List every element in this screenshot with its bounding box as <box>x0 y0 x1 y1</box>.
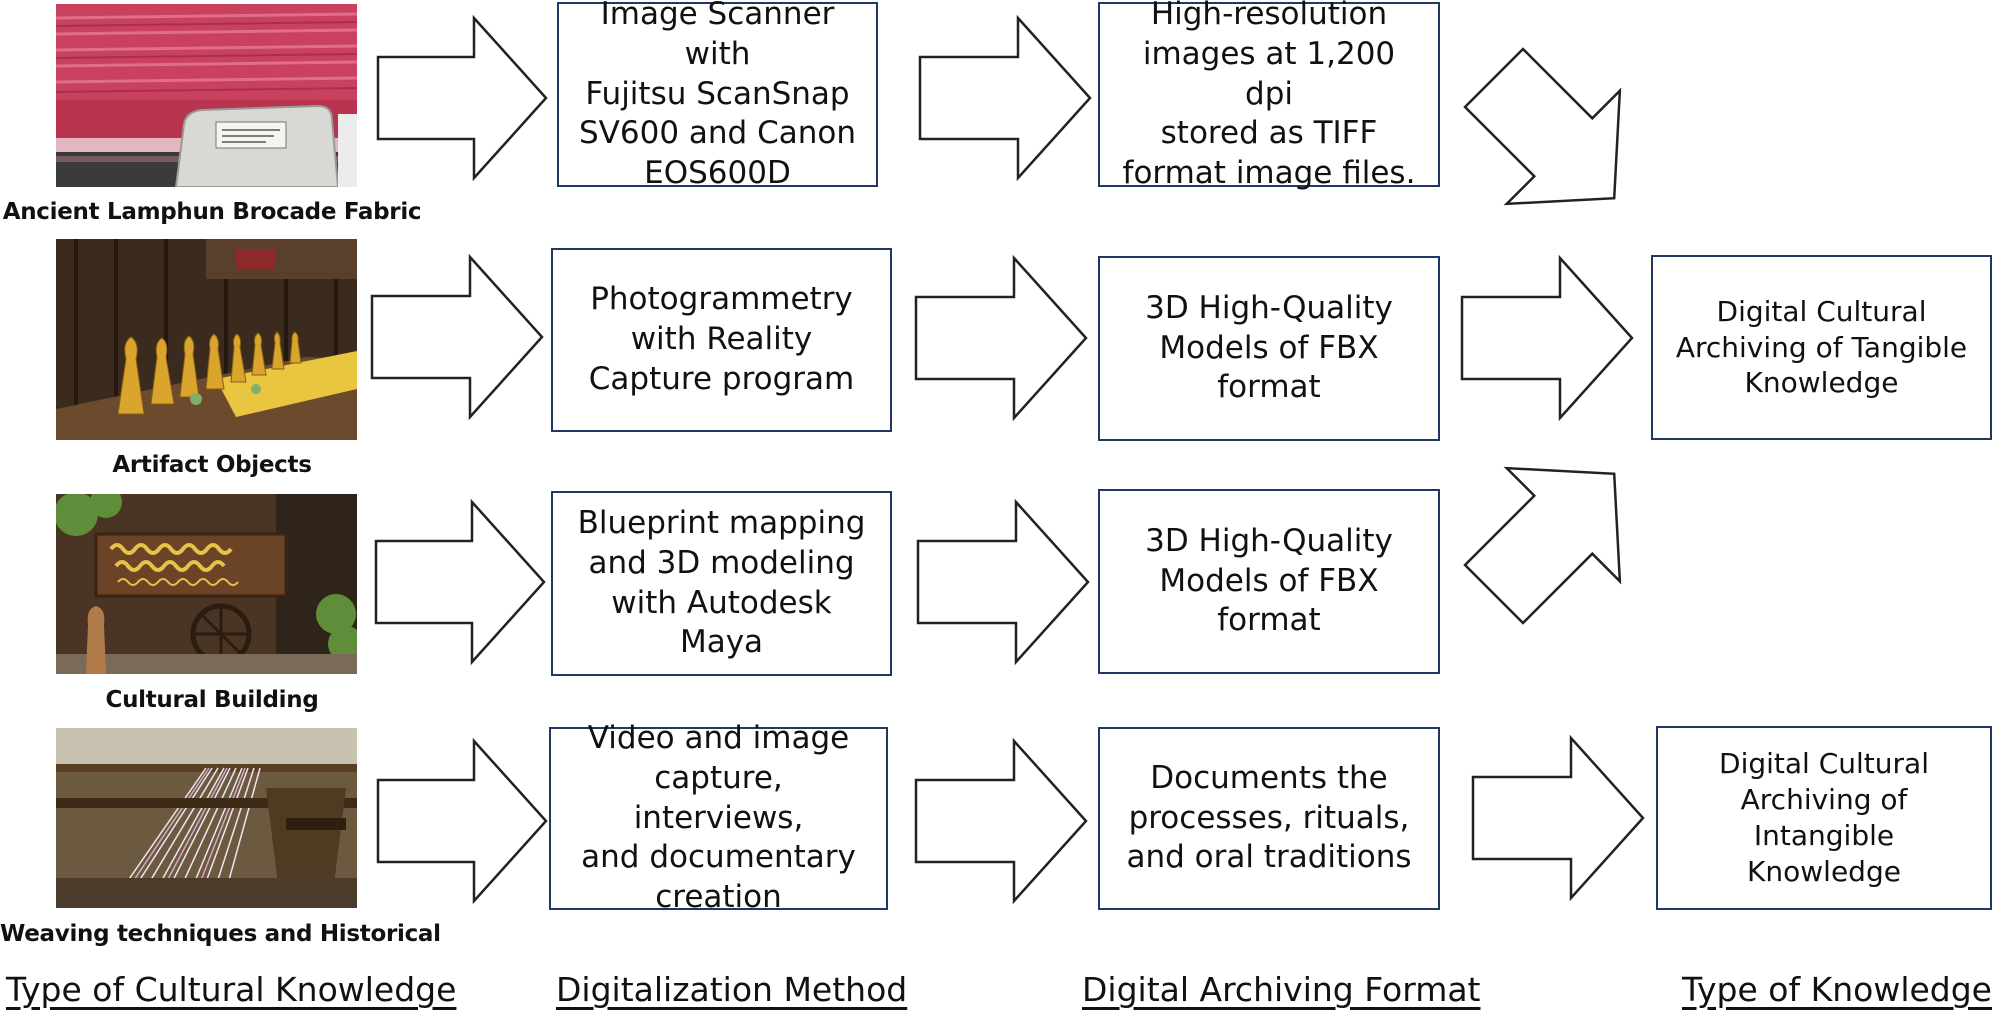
method-box-blueprint: Blueprint mapping and 3D modeling with A… <box>551 491 892 676</box>
format-box-fbx-2: 3D High-Quality Models of FBX format <box>1098 489 1440 674</box>
cultural-building-photo <box>56 494 357 674</box>
row-2-caption: Artifact Objects <box>112 452 312 478</box>
arrow-row1-to-method <box>376 14 548 182</box>
method-box-photogrammetry: Photogrammetry with Reality Capture prog… <box>551 248 892 432</box>
column-header-type-of-knowledge: Type of Knowledge <box>1682 970 1992 1009</box>
format-box-documents: Documents the processes, rituals, and or… <box>1098 727 1440 910</box>
knowledge-box-tangible: Digital Cultural Archiving of Tangible K… <box>1651 255 1992 440</box>
row-3-caption: Cultural Building <box>105 687 319 713</box>
format-box-fbx-1: 3D High-Quality Models of FBX format <box>1098 256 1440 441</box>
arrow-row3-to-method <box>374 498 546 666</box>
arrow-documents-to-intangible <box>1471 734 1645 902</box>
arrow-row1-to-format <box>918 14 1092 182</box>
method-box-scanner: Image Scanner with Fujitsu ScanSnap SV60… <box>557 0 878 191</box>
brocade-fabric-photo <box>56 4 357 187</box>
arrow-row4-to-format <box>914 737 1088 905</box>
row-4-caption: Weaving techniques and Historical <box>0 921 441 947</box>
arrow-row2-to-method <box>370 253 544 421</box>
arrow-fbx-to-tangible <box>1460 254 1634 422</box>
arrow-row4-to-method <box>376 737 548 905</box>
artifact-objects-photo <box>56 239 357 440</box>
weaving-loom-photo <box>56 728 357 908</box>
column-header-cultural-knowledge: Type of Cultural Knowledge <box>6 970 457 1009</box>
arrow-row2-to-format <box>914 254 1088 422</box>
column-header-archiving-format: Digital Archiving Format <box>1082 970 1481 1009</box>
knowledge-box-intangible: Digital Cultural Archiving of Intangible… <box>1656 726 1992 910</box>
arrow-fbx2-to-tangible <box>1463 466 1622 625</box>
arrow-tiff-to-tangible <box>1463 47 1622 206</box>
arrow-row3-to-format <box>916 498 1090 666</box>
format-box-tiff: High-resolution images at 1,200 dpi stor… <box>1098 0 1440 191</box>
method-box-video: Video and image capture, interviews, and… <box>549 720 888 915</box>
row-1-caption: Ancient Lamphun Brocade Fabric <box>2 199 422 225</box>
column-header-digitalization-method: Digitalization Method <box>556 970 908 1009</box>
